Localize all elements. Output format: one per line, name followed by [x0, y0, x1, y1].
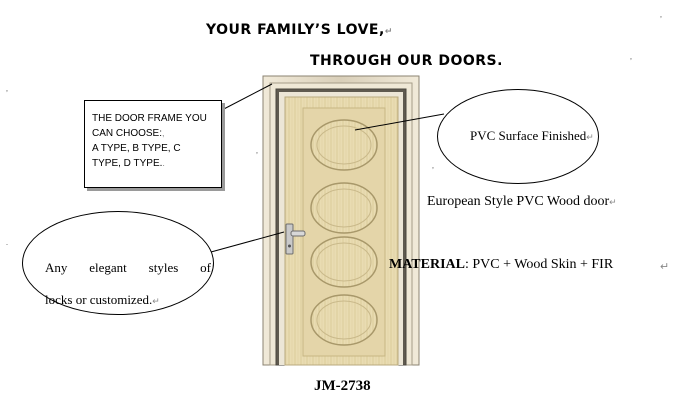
- stray-mark-center: ,: [256, 146, 258, 155]
- leader-lock: [210, 231, 285, 253]
- door-frame-callout: [84, 100, 222, 188]
- locks-callout-text: Any elegant styles of locks or customize…: [45, 260, 211, 307]
- oval-panel-1: [310, 119, 378, 171]
- stray-mark-mid-left: .: [6, 238, 8, 247]
- oval-panel-3: [310, 236, 378, 288]
- stray-mark-top-left: ,: [6, 84, 8, 93]
- oval-panels: [310, 119, 378, 346]
- stray-mark-right: ,: [432, 161, 434, 170]
- headline-line-1: YOUR FAMILY’S LOVE,↵: [206, 22, 393, 38]
- product-material: MATERIAL: PVC + Wood Skin + FIR: [389, 257, 613, 273]
- material-return-mark: ↵: [660, 261, 670, 273]
- surface-callout-text: PVC Surface Finished↵: [470, 128, 594, 143]
- material-value: : PVC + Wood Skin + FIR: [464, 257, 614, 272]
- model-number: JM-2738: [314, 378, 371, 394]
- product-style: European Style PVC Wood door↵: [427, 194, 617, 209]
- material-label: MATERIAL: [389, 257, 465, 272]
- locks-callout-ellipse: [22, 211, 214, 315]
- door-frame-callout-text: THE DOOR FRAME YOU CAN CHOOSE:, A TYPE, …: [92, 113, 207, 169]
- oval-panel-4: [310, 294, 378, 346]
- oval-panel-2: [310, 182, 378, 234]
- door-handle: [285, 223, 306, 255]
- leader-surface: [354, 113, 445, 131]
- stray-mark-top-right: ,: [660, 10, 662, 19]
- leader-frame: [219, 83, 273, 112]
- surface-callout-ellipse: [437, 89, 599, 184]
- stray-mark-top-right-2: ,: [630, 52, 632, 61]
- headline-line-2: THROUGH OUR DOORS.: [310, 53, 503, 69]
